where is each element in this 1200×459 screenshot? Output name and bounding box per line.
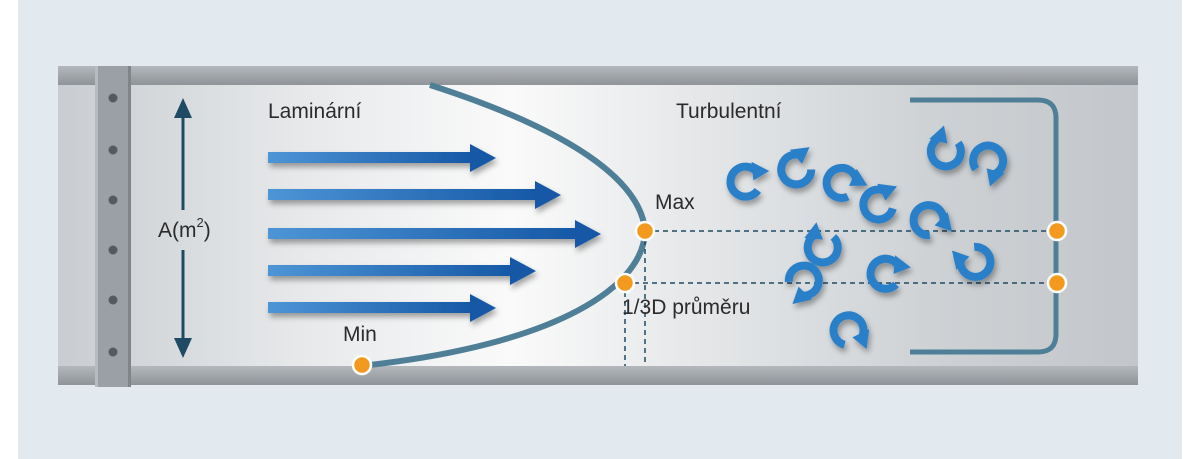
laminar-arrows [268, 144, 601, 322]
right-arrow-icon [268, 144, 496, 172]
turbulent-label: Turbulentní [676, 100, 782, 123]
orange-dot-icon [634, 220, 656, 242]
right-arrow-icon [268, 257, 536, 285]
pipe-bottom-wall [58, 366, 1138, 385]
max-label: Max [655, 191, 695, 214]
measurement-lines [624, 230, 1057, 366]
pipe-top-wall [58, 66, 1138, 85]
area-label-prefix: A(m [158, 219, 197, 242]
area-label-exponent: 2 [196, 215, 204, 230]
area-label: A(m2) [158, 215, 211, 243]
measurement-points [351, 220, 1068, 376]
orange-dot-icon [614, 272, 636, 294]
laminar-label: Laminární [268, 100, 362, 123]
orange-dot-icon [351, 354, 373, 376]
third-diameter-label: 1/3D průměru [622, 296, 751, 319]
right-arrow-icon [268, 181, 561, 209]
area-label-suffix: ) [203, 219, 211, 242]
double-arrow-icon [174, 98, 192, 358]
right-arrow-icon [268, 294, 496, 322]
pipe-interior [58, 84, 1138, 366]
right-arrow-icon [268, 220, 601, 248]
flange-icon [95, 66, 131, 387]
min-label: Min [343, 323, 377, 346]
orange-dot-icon [1046, 220, 1068, 242]
orange-dot-icon [1046, 272, 1068, 294]
